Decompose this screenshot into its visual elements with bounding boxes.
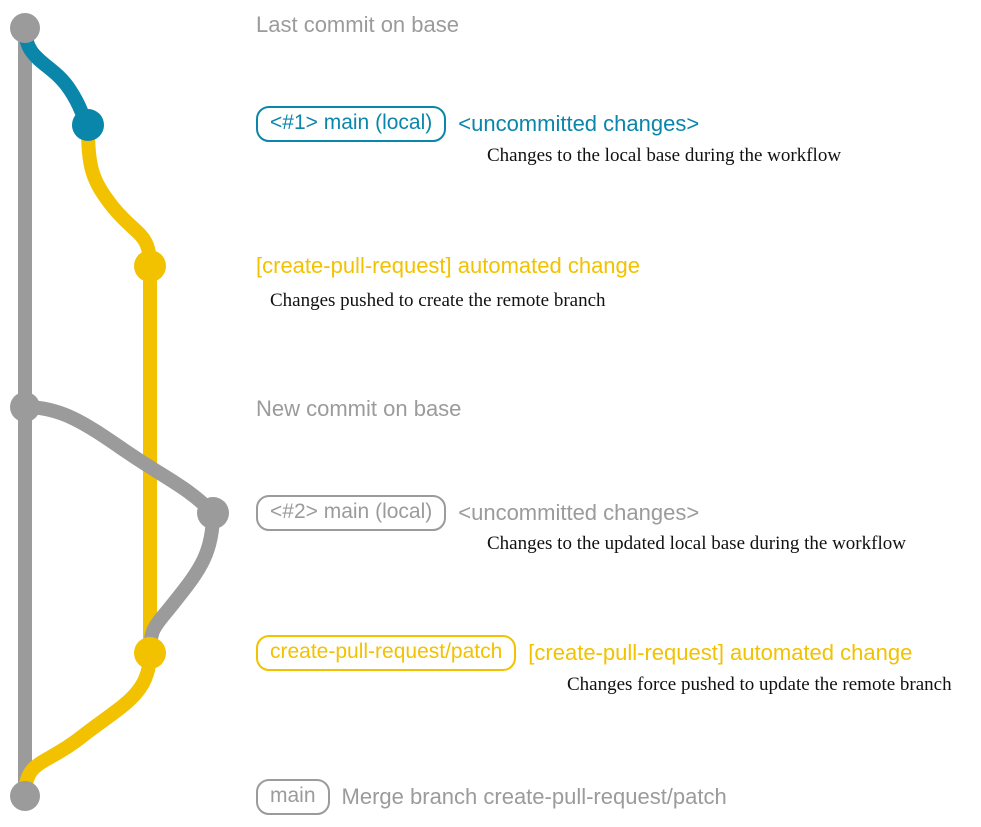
node-base-new bbox=[10, 392, 40, 422]
node-merge bbox=[10, 781, 40, 811]
desc-automated-change-2: Changes force pushed to update the remot… bbox=[567, 674, 952, 695]
edge-local2-to-remote2 bbox=[143, 506, 220, 660]
node-local-1 bbox=[72, 109, 104, 141]
label-new-commit-on-base: New commit on base bbox=[256, 396, 462, 421]
title-automated-change-2: [create-pull-request] automated change bbox=[528, 640, 913, 665]
row-automated-change-2: create-pull-request/patch [create-pull-r… bbox=[256, 635, 912, 671]
row-main-local-1: <#1> main (local) <uncommitted changes> bbox=[256, 106, 699, 142]
edge-remote2-to-merge bbox=[18, 646, 157, 803]
commit-nodes bbox=[10, 13, 229, 811]
row-merge-commit: main Merge branch create-pull-request/pa… bbox=[256, 779, 727, 815]
title-merge-branch: Merge branch create-pull-request/patch bbox=[341, 784, 727, 809]
label-automated-change-1: [create-pull-request] automated change bbox=[256, 253, 641, 278]
edge-base-to-local2 bbox=[18, 400, 220, 520]
edge-local1-to-remote1 bbox=[81, 118, 157, 273]
edge-base-to-local1 bbox=[18, 21, 95, 132]
label-last-commit-on-base: Last commit on base bbox=[256, 12, 459, 37]
pill-create-pull-request-patch[interactable]: create-pull-request/patch bbox=[256, 635, 517, 671]
title-uncommitted-changes-2: <uncommitted changes> bbox=[458, 500, 700, 525]
pill-main-local-2[interactable]: <#2> main (local) bbox=[256, 495, 447, 531]
title-uncommitted-changes-1: <uncommitted changes> bbox=[458, 111, 700, 136]
pill-main[interactable]: main bbox=[256, 779, 330, 815]
node-remote-2 bbox=[134, 637, 166, 669]
node-remote-1 bbox=[134, 250, 166, 282]
desc-automated-change-1: Changes pushed to create the remote bran… bbox=[270, 290, 606, 311]
desc-main-local-1: Changes to the local base during the wor… bbox=[487, 145, 842, 166]
pill-main-local-1[interactable]: <#1> main (local) bbox=[256, 106, 447, 142]
desc-main-local-2: Changes to the updated local base during… bbox=[487, 533, 906, 554]
node-base-head bbox=[10, 13, 40, 43]
node-local-2 bbox=[197, 497, 229, 529]
row-main-local-2: <#2> main (local) <uncommitted changes> bbox=[256, 495, 699, 531]
